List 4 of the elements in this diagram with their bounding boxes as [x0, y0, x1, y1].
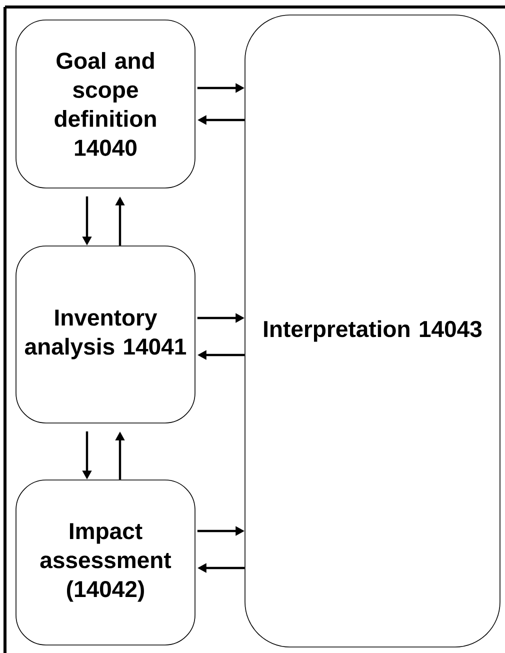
- stage-box: Interpretation 14043: [244, 14, 500, 648]
- stage-box: Inventory analysis 14041: [16, 246, 196, 424]
- stage-box: Goal and scope definition 14040: [16, 20, 196, 188]
- stage-box: Impact assessment (14042): [16, 480, 196, 646]
